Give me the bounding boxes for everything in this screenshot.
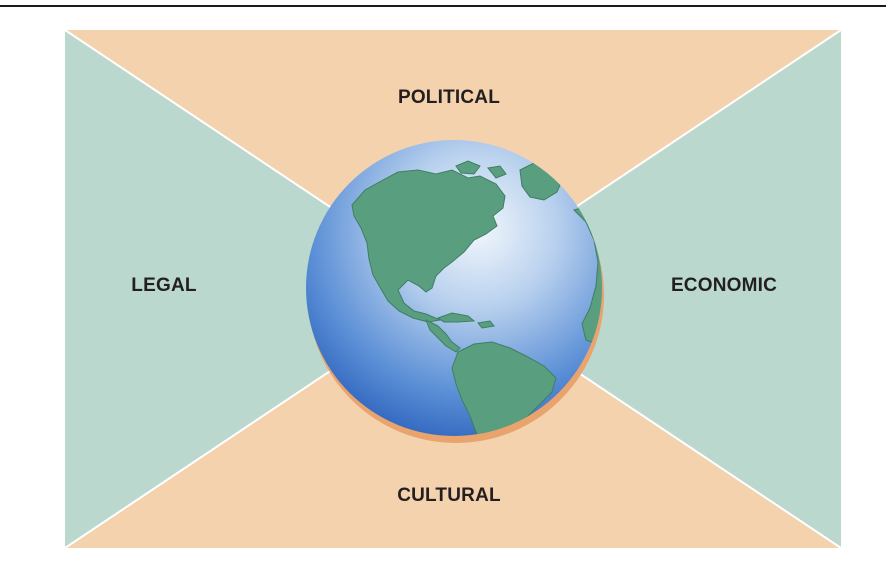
caribbean-island xyxy=(477,320,495,329)
arctic-island xyxy=(487,165,507,179)
economic-quadrant xyxy=(454,30,841,548)
legal-quadrant xyxy=(65,30,454,548)
caribbean-island xyxy=(436,312,476,323)
north-america-landmass xyxy=(351,169,506,323)
arctic-island xyxy=(455,160,481,175)
globe-icon xyxy=(306,140,604,443)
legal-label: LEGAL xyxy=(131,275,197,296)
top-rule xyxy=(0,5,886,7)
cultural-label: CULTURAL xyxy=(397,485,501,506)
economic-label: ECONOMIC xyxy=(670,275,778,296)
central-america-landmass xyxy=(425,318,461,353)
political-label: POLITICAL xyxy=(397,87,501,108)
